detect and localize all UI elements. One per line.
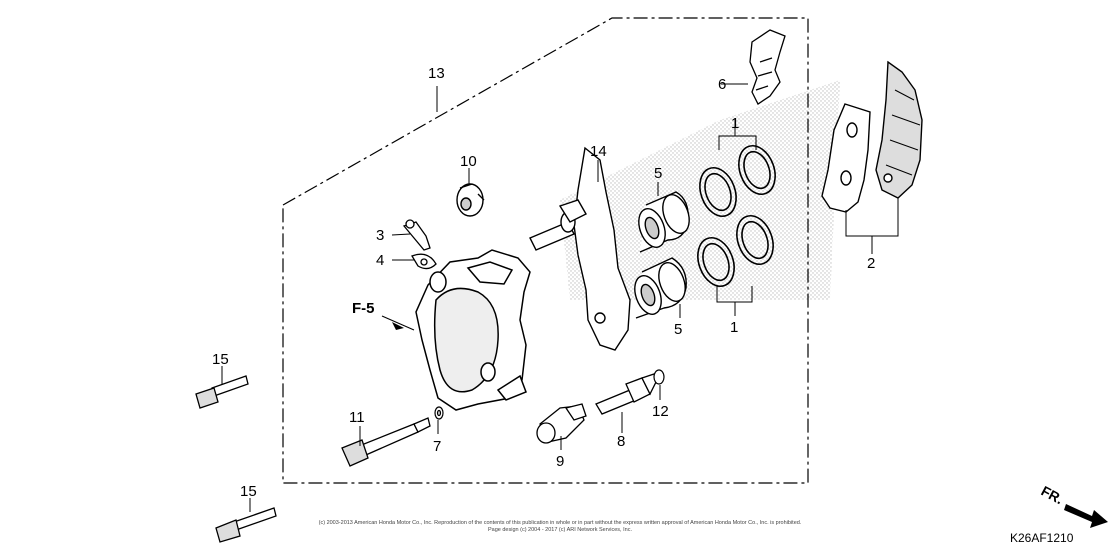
section-reference: F-5	[352, 300, 375, 317]
brake-pads	[821, 60, 923, 213]
diagram-code: K26AF1210	[1010, 531, 1074, 545]
copyright-line-1: (c) 2003-2013 American Honda Motor Co., …	[318, 520, 802, 526]
pad-spring	[749, 29, 786, 105]
callout-14: 14	[590, 143, 607, 160]
pin-bolt-8	[595, 373, 657, 415]
callout-8: 8	[617, 433, 625, 450]
copyright-notice: (c) 2003-2013 American Honda Motor Co., …	[310, 520, 810, 534]
bolt-9	[536, 403, 587, 444]
pin-bolt-11	[341, 417, 431, 467]
callout-7: 7	[433, 438, 441, 455]
callout-2: 2	[867, 255, 875, 272]
callout-1-bottom: 1	[730, 319, 738, 336]
callout-5-bottom: 5	[674, 321, 682, 338]
callout-6: 6	[718, 76, 726, 93]
pistons	[634, 191, 690, 319]
callout-12: 12	[652, 403, 669, 420]
assembly-boundary	[282, 17, 809, 484]
leader-lines	[221, 83, 899, 512]
callout-1-top: 1	[731, 115, 739, 132]
callout-15-lower: 15	[240, 483, 257, 500]
flange-bolt-upper	[195, 375, 249, 409]
washer-12	[653, 369, 665, 385]
front-direction-label: FR.	[1039, 483, 1066, 508]
section-reference-arrow	[392, 322, 404, 330]
caliper-bracket	[529, 146, 631, 351]
washer	[434, 406, 444, 420]
copyright-line-2: Page design (c) 2004 - 2017 (c) ARI Netw…	[488, 527, 632, 533]
front-direction-arrow-icon	[1064, 504, 1108, 528]
callout-15-upper: 15	[212, 351, 229, 368]
bleeder-cap	[456, 183, 485, 217]
bleeder-valve	[402, 219, 437, 270]
callout-3: 3	[376, 227, 384, 244]
callout-11: 11	[349, 409, 365, 426]
piston-seals	[697, 144, 776, 288]
front-direction-indicator: FR.	[1039, 483, 1108, 528]
callout-labels: 13 14 10 3 4 6 1 5 5 1 2 7 11 8 9 12 15 …	[212, 65, 875, 500]
callout-9: 9	[556, 453, 564, 470]
flange-bolt-lower	[215, 507, 277, 543]
callout-10: 10	[460, 153, 477, 170]
callout-13: 13	[428, 65, 445, 82]
callout-5-top: 5	[654, 165, 662, 182]
caliper-body	[415, 249, 531, 411]
callout-4: 4	[376, 252, 384, 269]
